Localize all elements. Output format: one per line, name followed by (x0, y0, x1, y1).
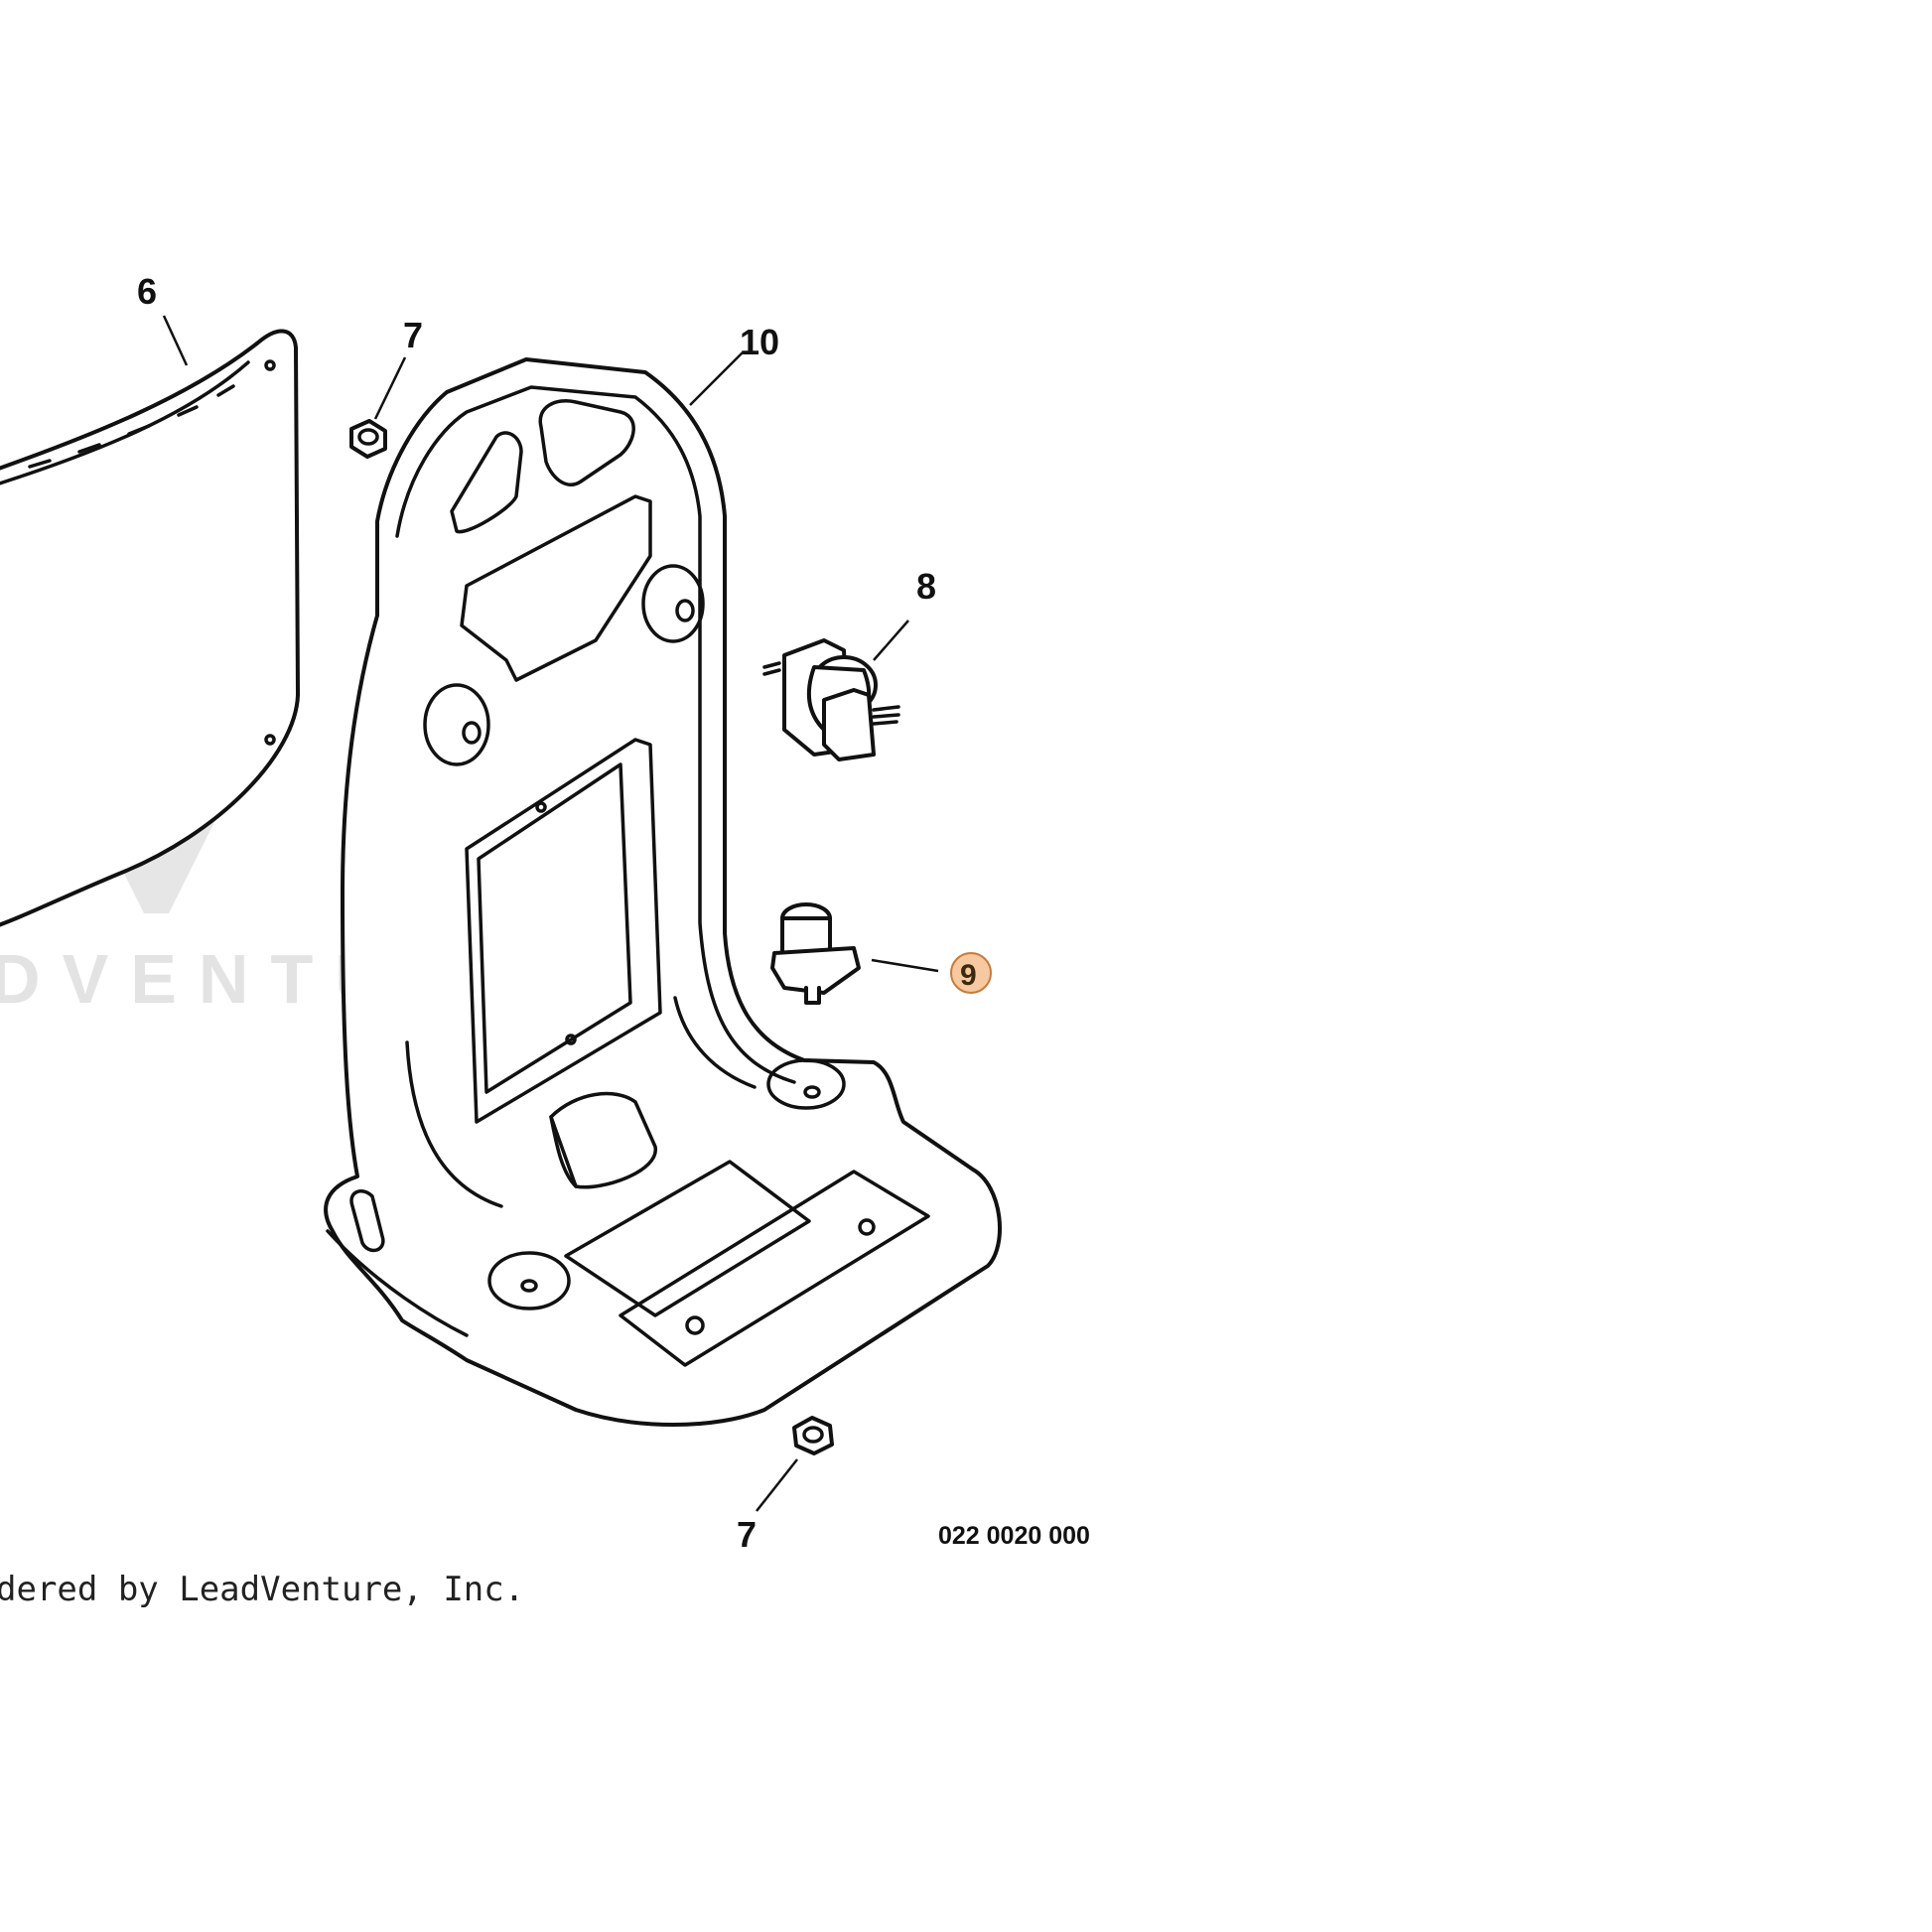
callout-9[interactable]: 9 (960, 959, 977, 992)
part-10-frame[interactable] (324, 357, 1002, 1427)
part-9-buffer[interactable] (770, 902, 861, 1005)
footer-credit: dered by LeadVenture, Inc. (0, 1570, 524, 1609)
callout-6[interactable]: 6 (137, 271, 157, 312)
leader-lines (162, 315, 939, 1512)
part-8-mount[interactable] (762, 638, 900, 761)
part-6-panel[interactable] (0, 329, 300, 928)
diagram-code: 022 0020 000 (938, 1522, 1090, 1550)
part-7-bottom-nut[interactable] (792, 1416, 834, 1455)
part-7-top-nut[interactable] (349, 419, 387, 459)
callout-8[interactable]: 8 (916, 566, 936, 607)
callout-10[interactable]: 10 (740, 322, 779, 362)
callout-7-bottom[interactable]: 7 (737, 1514, 757, 1555)
callout-7-top[interactable]: 7 (403, 315, 423, 355)
callout-9-highlight[interactable]: 9 (950, 952, 992, 994)
